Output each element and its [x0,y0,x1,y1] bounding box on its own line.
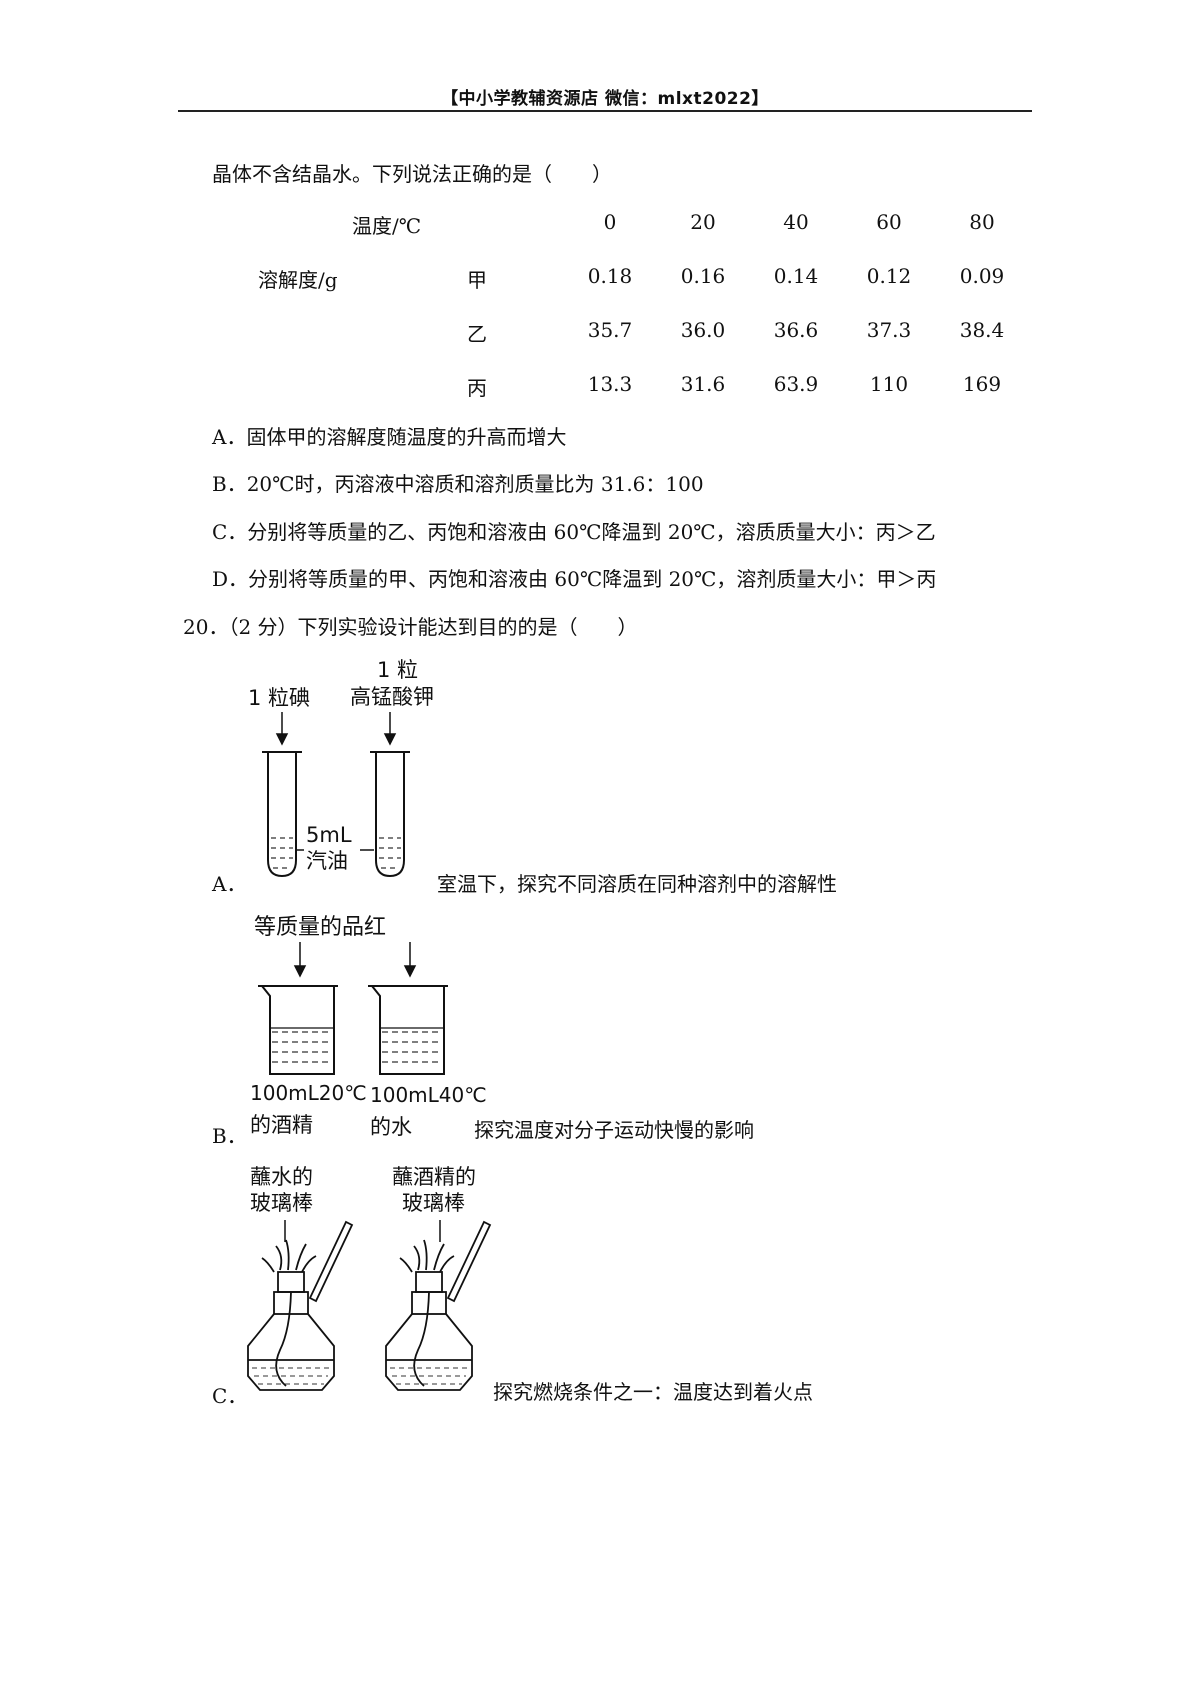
table-temp-cell: 20 [690,210,716,234]
label-left-beaker-line1: 100mL20℃ [250,1081,367,1105]
table-cell: 38.4 [959,318,1005,342]
label-kmno4-line1: 1 粒 [377,658,418,682]
q19-option-a: A．固体甲的溶解度随温度的升高而增大 [212,425,567,449]
table-temp-cell: 0 [603,210,617,234]
label-kmno4-line2: 高锰酸钾 [350,685,434,709]
test-tube-right-icon [370,751,410,878]
table-cell: 36.0 [680,318,726,342]
alcohol-lamp-left-icon [247,1239,335,1391]
label-left-beaker-line2: 的酒精 [250,1113,313,1137]
label-volume: 5mL [306,823,352,847]
beaker-figure: 等质量的品红 10 [240,908,487,1148]
q20-option-b-desc: 探究温度对分子运动快慢的影响 [474,1118,754,1142]
header-divider [178,110,1032,112]
label-alcohol-rod-line2: 玻璃棒 [402,1191,465,1215]
q19-option-d: D．分别将等质量的甲、丙饱和溶液由 60℃降温到 20℃，溶剂质量大小：甲＞丙 [212,567,937,591]
label-alcohol-rod-line1: 蘸酒精的 [392,1165,476,1189]
table-cell: 110 [869,372,909,396]
alcohol-lamp-figure: 蘸水的 玻璃棒 蘸酒精的 玻璃棒 [240,1160,492,1408]
label-right-beaker-line1: 100mL40℃ [370,1083,487,1107]
q20-option-a-desc: 室温下，探究不同溶质在同种溶剂中的溶解性 [437,872,837,896]
label-water-rod-line1: 蘸水的 [250,1165,313,1189]
table-cell: 36.6 [773,318,819,342]
test-tube-left-icon [262,751,302,878]
test-tube-figure: 1 粒碘 1 粒 高锰酸钾 5mL 汽油 [240,650,440,890]
q19-option-c: C．分别将等质量的乙、丙饱和溶液由 60℃降温到 20℃，溶质质量大小：丙＞乙 [212,520,936,544]
table-row-name: 乙 [467,322,487,346]
table-temp-label: 温度/℃ [352,214,422,238]
table-temp-cell: 40 [783,210,809,234]
label-iodine: 1 粒碘 [248,686,310,710]
beaker-left-icon [258,985,338,1075]
label-equal-mass-fuchsin: 等质量的品红 [254,915,386,940]
table-cell: 0.09 [959,264,1005,288]
table-temp-cell: 80 [969,210,995,234]
q19-intro: 晶体不含结晶水。下列说法正确的是（ ） [212,162,612,186]
q20-option-b-letter: B． [212,1124,247,1148]
q20-option-c-letter: C． [212,1384,248,1408]
label-solvent: 汽油 [306,849,348,873]
glass-rod-icon [308,1220,492,1303]
label-right-beaker-line2: 的水 [370,1115,412,1139]
arrow-down-icon [275,712,397,746]
alcohol-lamp-right-icon [385,1239,473,1391]
table-cell: 35.7 [587,318,633,342]
table-row-name: 丙 [467,376,487,400]
table-cell: 0.14 [773,264,819,288]
table-cell: 169 [962,372,1002,396]
page-header: 【中小学教辅资源店 微信：mlxt2022】 [441,89,769,109]
table-cell: 0.12 [866,264,912,288]
table-cell: 0.16 [680,264,726,288]
table-cell: 13.3 [587,372,633,396]
q20-stem: 20．（2 分）下列实验设计能达到目的的是（ ） [183,615,638,639]
arrow-down-icon [293,942,417,978]
table-solubility-label: 溶解度/g [258,268,338,292]
q20-option-a-letter: A． [212,872,247,896]
label-water-rod-line2: 玻璃棒 [250,1191,313,1215]
q20-option-c-desc: 探究燃烧条件之一：温度达到着火点 [493,1380,813,1404]
table-cell: 37.3 [866,318,912,342]
table-cell: 0.18 [587,264,633,288]
table-cell: 63.9 [773,372,819,396]
q19-option-b: B．20℃时，丙溶液中溶质和溶剂质量比为 31.6：100 [212,472,704,496]
table-row-name: 甲 [467,268,487,292]
table-temp-cell: 60 [876,210,902,234]
table-cell: 31.6 [680,372,726,396]
beaker-right-icon [368,985,448,1075]
